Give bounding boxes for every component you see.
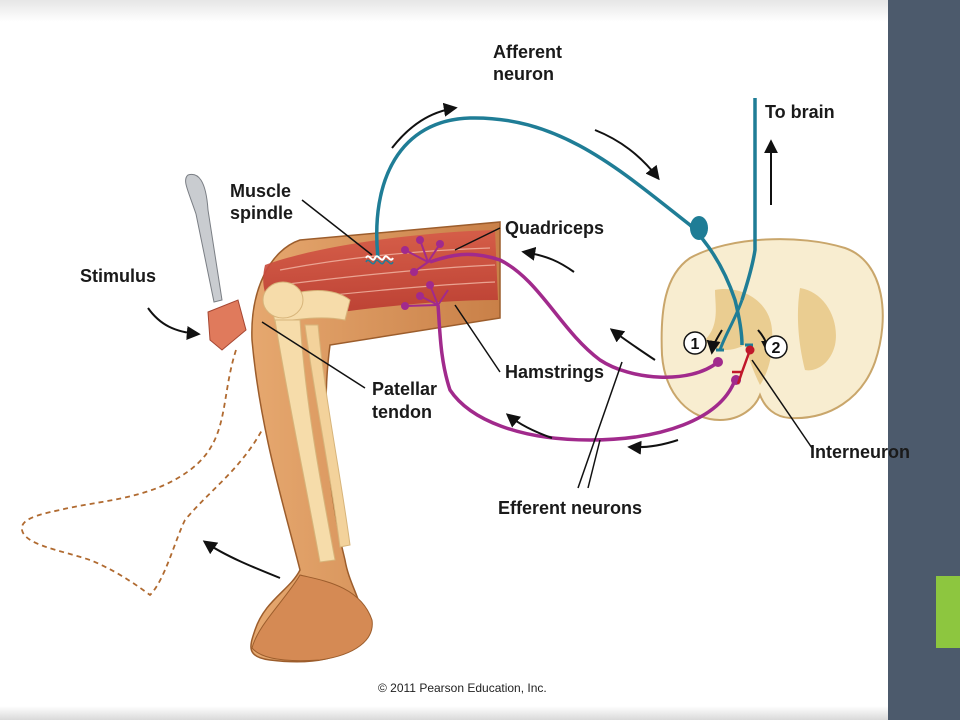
spinal-cord <box>660 238 884 422</box>
leg <box>250 221 501 663</box>
label-patellar-line2: tendon <box>372 402 432 422</box>
foot <box>251 574 373 662</box>
label-hamstrings: Hamstrings <box>505 362 604 382</box>
leader-lines <box>261 199 813 489</box>
label-muscle-spindle-line1: Muscle <box>230 181 291 201</box>
fibula-bone <box>304 324 351 548</box>
interneuron <box>732 345 755 385</box>
copyright-text: © 2011 Pearson Education, Inc. <box>378 681 547 695</box>
tibia-bone <box>274 319 336 563</box>
reflex-hammer <box>185 173 247 351</box>
slide-accent-bar <box>936 576 960 648</box>
ascending-tract <box>740 98 757 301</box>
label-muscle-spindle-line2: spindle <box>230 203 293 223</box>
label-interneuron: Interneuron <box>810 442 910 462</box>
top-shadow <box>0 0 888 22</box>
efferent-neuron-paths <box>401 236 741 442</box>
muscle-spindle-coil <box>365 255 394 261</box>
label-to-brain: To brain <box>765 102 835 122</box>
afferent-cell-body <box>690 216 708 240</box>
label-patellar-line1: Patellar <box>372 379 437 399</box>
patella <box>262 281 304 319</box>
svg-text:2: 2 <box>772 340 781 357</box>
label-afferent-line2: neuron <box>493 64 554 84</box>
label-stimulus: Stimulus <box>80 266 156 286</box>
marker-2: 2 <box>764 335 788 359</box>
afferent-neuron-path <box>365 98 757 352</box>
label-afferent-line1: Afferent <box>493 42 562 62</box>
marker-1: 1 <box>683 331 707 355</box>
label-efferent-neurons: Efferent neurons <box>498 498 642 518</box>
motor-neuron-1-body <box>713 357 723 367</box>
label-quadriceps: Quadriceps <box>505 218 604 238</box>
direction-arrows <box>147 102 778 579</box>
leg-kick-outline <box>21 349 263 597</box>
svg-text:1: 1 <box>691 336 700 353</box>
bottom-shadow <box>0 706 888 720</box>
